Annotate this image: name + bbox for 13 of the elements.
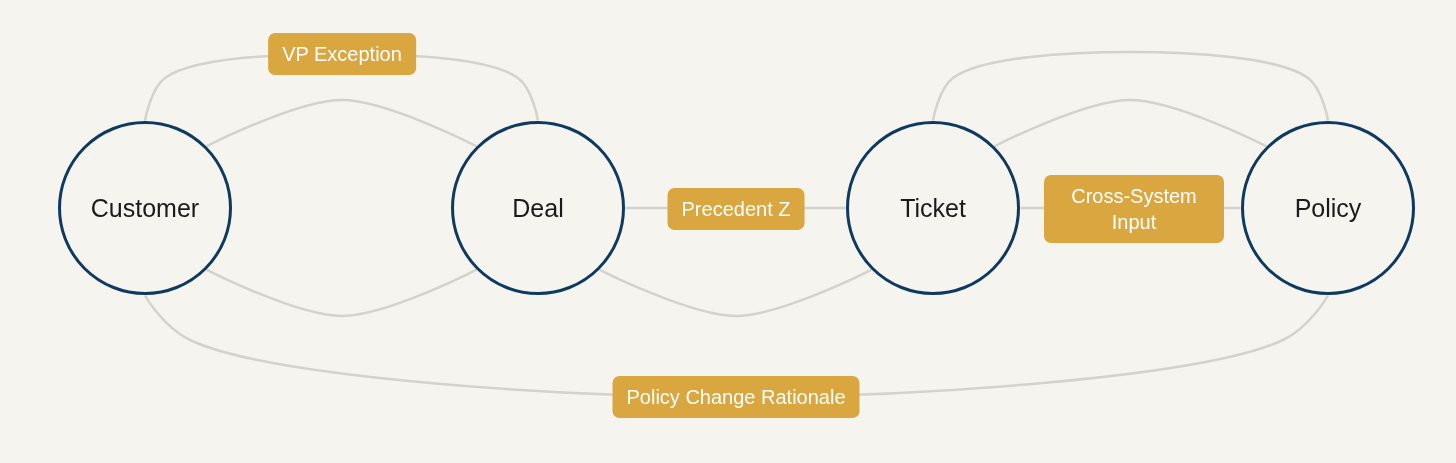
edge-label: VP Exception [268,33,416,75]
edge-label: Cross-System Input [1044,175,1224,243]
node-label: Policy [1294,193,1362,223]
edge-label: Policy Change Rationale [612,376,860,418]
node-label: Customer [90,193,200,223]
connector-line [206,98,477,148]
connector-line [599,268,872,318]
connector-line [206,268,477,318]
connector-line [994,98,1267,148]
edge-label: Precedent Z [667,188,805,230]
node-label: Ticket [900,193,966,223]
node-label: Deal [512,193,564,223]
connector-line [931,50,1330,121]
